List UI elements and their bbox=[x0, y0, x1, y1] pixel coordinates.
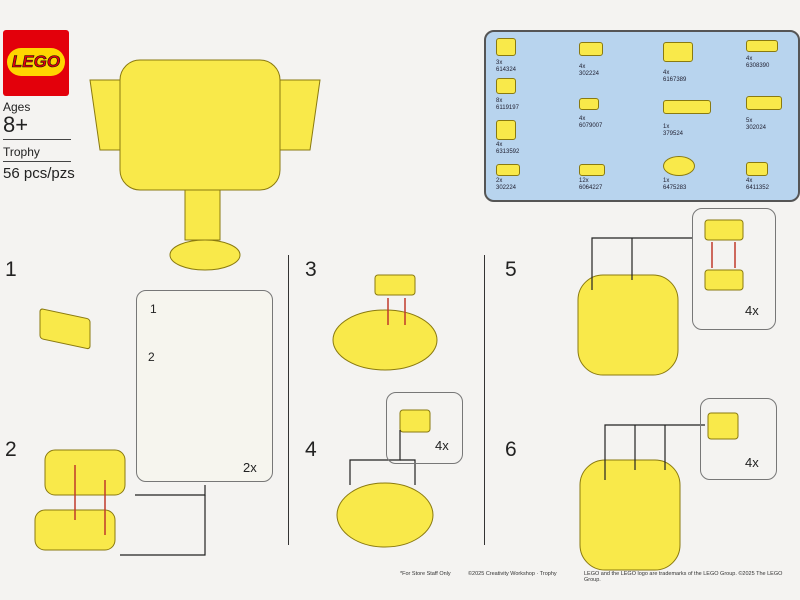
substep-number: 2 bbox=[148, 350, 155, 364]
footer-trademark: LEGO and the LEGO logo are trademarks of… bbox=[584, 571, 783, 583]
multiplier: 2x bbox=[243, 460, 257, 475]
divider bbox=[3, 139, 71, 140]
step-number: 1 bbox=[5, 258, 17, 281]
ages-value: 8+ bbox=[3, 112, 29, 137]
callout-box bbox=[700, 398, 777, 480]
footer-workshop: ©2025 Creativity Workshop · Trophy bbox=[468, 571, 557, 577]
step-divider bbox=[484, 255, 485, 545]
step-number: 3 bbox=[305, 258, 317, 281]
divider bbox=[3, 161, 71, 162]
step-number: 2 bbox=[5, 438, 17, 461]
callout-box bbox=[692, 208, 776, 330]
callout-box bbox=[386, 392, 463, 464]
multiplier: 4x bbox=[745, 455, 759, 470]
piece-count: 56 pcs/pzs bbox=[3, 165, 75, 182]
lego-logo: LEGO bbox=[3, 30, 69, 96]
step-number: 4 bbox=[305, 438, 317, 461]
multiplier: 4x bbox=[435, 438, 449, 453]
substep-box bbox=[136, 290, 273, 482]
step-divider bbox=[288, 255, 289, 545]
substep-number: 1 bbox=[150, 302, 157, 316]
set-name: Trophy bbox=[3, 145, 40, 159]
step-number: 6 bbox=[505, 438, 517, 461]
multiplier: 4x bbox=[745, 303, 759, 318]
ages-label: Ages bbox=[3, 100, 31, 114]
footer-staff: *For Store Staff Only bbox=[400, 571, 451, 577]
step-number: 5 bbox=[505, 258, 517, 281]
